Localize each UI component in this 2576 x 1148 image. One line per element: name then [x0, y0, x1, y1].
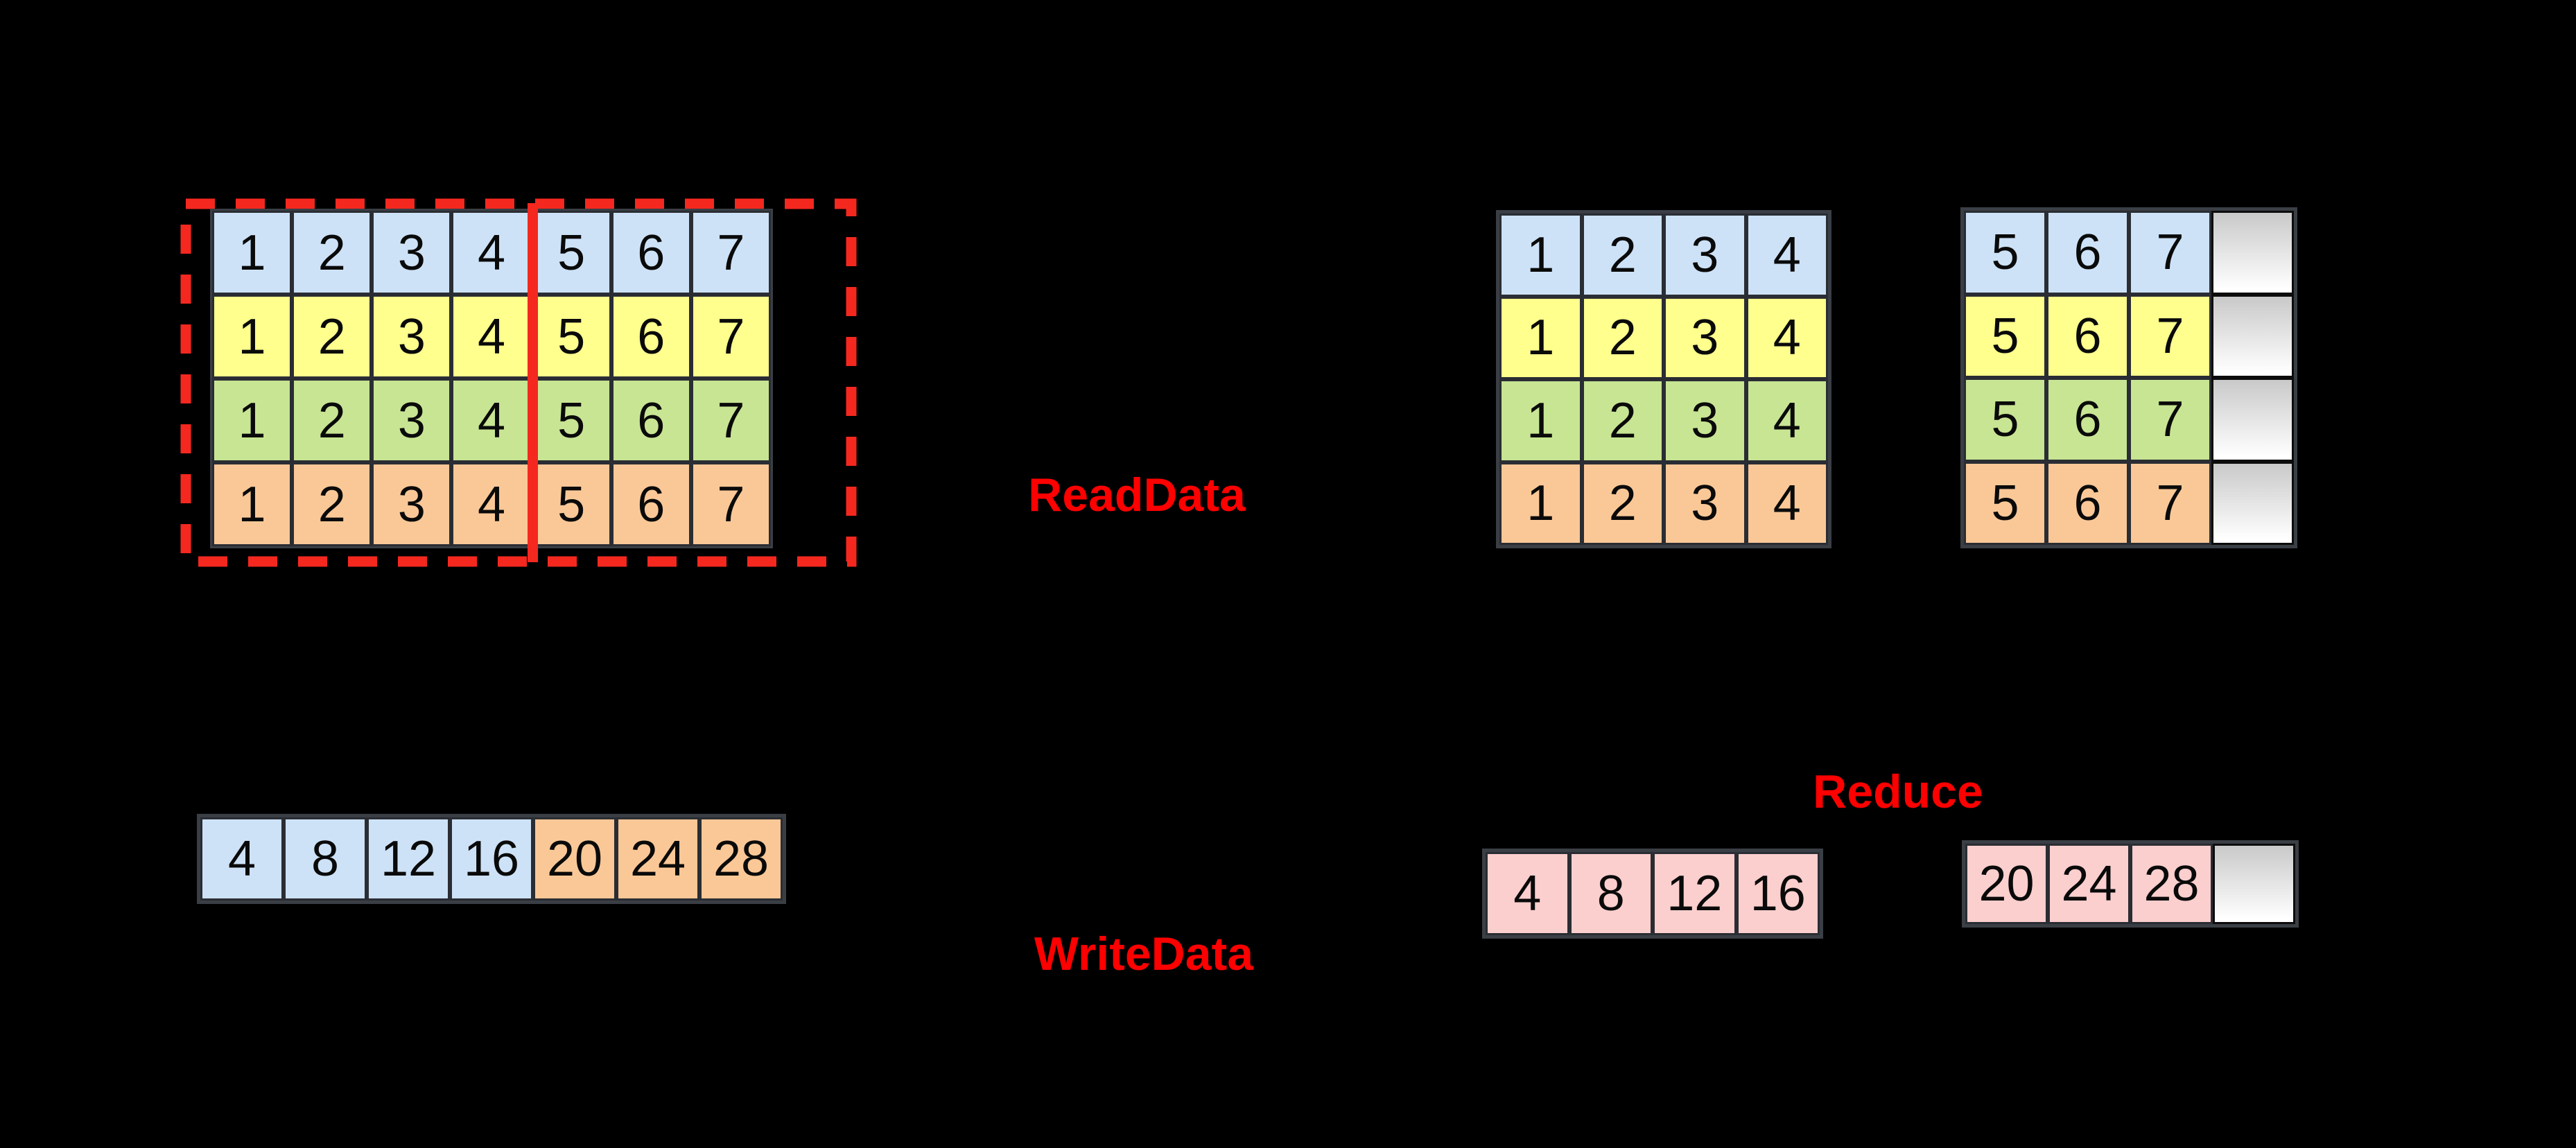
value-cell: 2 — [1581, 379, 1664, 462]
value-cell: 4 — [451, 211, 532, 295]
value-cell: 8 — [284, 817, 367, 901]
value-cell: 4 — [1486, 852, 1569, 935]
value-cell: 4 — [451, 379, 532, 462]
reduce-label: Reduce — [1813, 765, 1983, 818]
value-cell: 3 — [1664, 462, 1746, 545]
value-cell: 6 — [2046, 294, 2129, 378]
value-cell: 7 — [2129, 461, 2211, 545]
value-cell: 1 — [212, 462, 293, 546]
value-cell: 28 — [699, 817, 783, 901]
value-cell: 2 — [292, 295, 372, 379]
value-cell: 6 — [2046, 461, 2129, 545]
value-cell: 1 — [1499, 379, 1582, 462]
value-cell: 5 — [531, 462, 611, 546]
value-cell: 2 — [1581, 214, 1664, 297]
value-cell: 6 — [2046, 211, 2129, 295]
value-cell: 12 — [1653, 852, 1737, 935]
value-cell: 5 — [1964, 461, 2046, 545]
value-cell: 3 — [1664, 296, 1746, 379]
value-cell: 3 — [1664, 214, 1746, 297]
value-cell: 3 — [372, 379, 452, 462]
value-cell: 24 — [2048, 844, 2130, 924]
value-cell: 5 — [1964, 211, 2046, 295]
value-cell: 7 — [2129, 211, 2211, 295]
value-cell: 4 — [1746, 462, 1828, 545]
value-cell: 20 — [1965, 844, 2048, 924]
value-cell: 6 — [611, 379, 691, 462]
value-cell: 8 — [1569, 852, 1653, 935]
value-cell: 7 — [2129, 294, 2211, 378]
value-cell: 5 — [531, 379, 611, 462]
dashed-rect-shape — [180, 198, 857, 567]
value-cell: 2 — [292, 211, 372, 295]
value-cell: 6 — [611, 295, 691, 379]
value-cell: 5 — [531, 211, 611, 295]
value-cell: 6 — [2046, 378, 2129, 462]
value-cell: 4 — [1746, 214, 1828, 297]
value-cell: 16 — [1736, 852, 1820, 935]
padding-cell — [2213, 844, 2295, 924]
value-cell: 6 — [611, 462, 691, 546]
value-cell: 12 — [367, 817, 450, 901]
value-cell: 4 — [451, 295, 532, 379]
value-cell: 7 — [690, 295, 771, 379]
padding-cell — [2211, 211, 2294, 295]
value-cell: 7 — [690, 379, 771, 462]
value-cell: 3 — [1664, 379, 1746, 462]
vector-split-line — [528, 203, 538, 562]
value-cell: 24 — [616, 817, 699, 901]
value-cell: 7 — [2129, 378, 2211, 462]
value-cell: 2 — [292, 462, 372, 546]
value-cell: 1 — [1499, 462, 1582, 545]
value-cell: 3 — [372, 211, 452, 295]
value-cell: 1 — [212, 379, 293, 462]
writedata-label: WriteData — [1034, 928, 1254, 980]
padding-cell — [2211, 378, 2294, 462]
value-cell: 20 — [533, 817, 616, 901]
value-cell: 6 — [611, 211, 691, 295]
value-cell: 1 — [1499, 296, 1582, 379]
value-cell: 28 — [2130, 844, 2213, 924]
value-cell: 2 — [1581, 296, 1664, 379]
value-cell: 5 — [531, 295, 611, 379]
value-cell: 1 — [212, 211, 293, 295]
value-cell: 1 — [212, 295, 293, 379]
value-cell: 4 — [1746, 296, 1828, 379]
value-cell: 2 — [292, 379, 372, 462]
padding-cell — [2211, 294, 2294, 378]
selection-dashed-outline — [180, 198, 857, 567]
padding-cell — [2211, 461, 2294, 545]
value-cell: 7 — [690, 462, 771, 546]
value-cell: 5 — [1964, 294, 2046, 378]
value-cell: 16 — [450, 817, 533, 901]
value-cell: 2 — [1581, 462, 1664, 545]
value-cell: 7 — [690, 211, 771, 295]
value-cell: 3 — [372, 462, 452, 546]
value-cell: 4 — [200, 817, 284, 901]
value-cell: 4 — [451, 462, 532, 546]
value-cell: 1 — [1499, 214, 1582, 297]
readdata-label: ReadData — [1028, 469, 1246, 521]
value-cell: 5 — [1964, 378, 2046, 462]
value-cell: 3 — [372, 295, 452, 379]
value-cell: 4 — [1746, 379, 1828, 462]
